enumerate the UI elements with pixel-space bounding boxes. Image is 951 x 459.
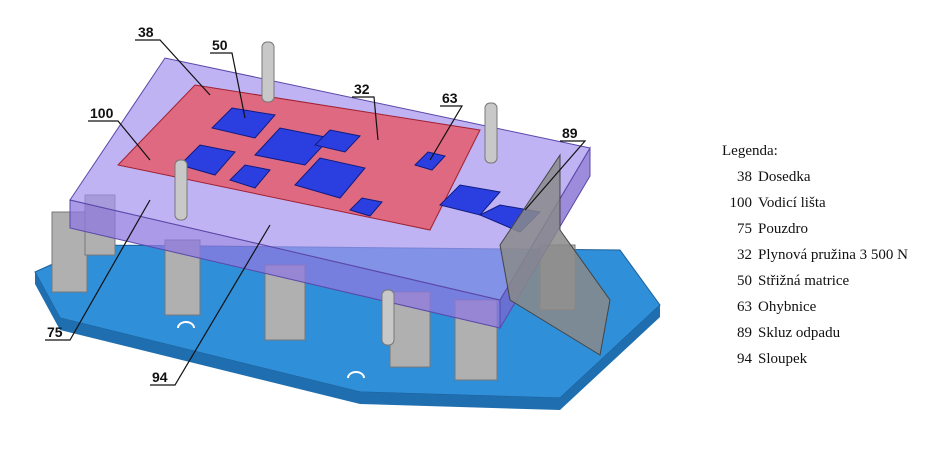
- callout-89: 89: [562, 125, 578, 141]
- scrap-chute: [499, 153, 611, 356]
- legend-title: Legenda:: [722, 143, 778, 159]
- callout-32: 32: [354, 81, 370, 97]
- callout-94: 94: [152, 369, 168, 385]
- leader-lines: [45, 39, 587, 386]
- lifting-slot-icon: [177, 321, 195, 329]
- guide-posts: [174, 41, 498, 346]
- callout-63: 63: [442, 90, 458, 106]
- callout-75: 75: [47, 324, 63, 340]
- lifting-slot-icon: [347, 371, 365, 379]
- callout-50: 50: [212, 37, 228, 53]
- callout-100: 100: [90, 105, 114, 121]
- callout-38: 38: [138, 24, 154, 40]
